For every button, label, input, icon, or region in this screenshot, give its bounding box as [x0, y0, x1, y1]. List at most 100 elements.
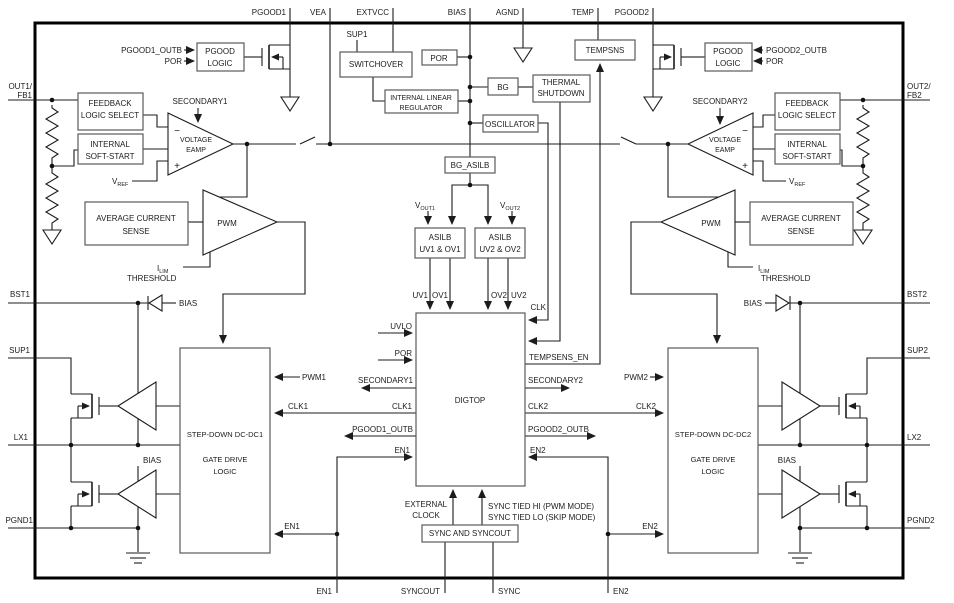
- pin-pgnd2: PGND2: [907, 516, 935, 525]
- vout1-main: V: [415, 201, 421, 210]
- dcdc2-box: [667, 347, 759, 554]
- pin-sup2: SUP2: [907, 346, 928, 355]
- pin-bias: BIAS: [448, 8, 466, 17]
- label-clock: CLOCK: [412, 511, 440, 520]
- tempsns-label: TEMPSNS: [586, 46, 625, 55]
- asilb2-line2: UV2 & OV2: [479, 245, 521, 254]
- agnd-arrow: [513, 47, 533, 63]
- ls2-mosfet: [824, 481, 868, 507]
- box-layer: [77, 39, 854, 554]
- label-por1-in: POR: [165, 57, 183, 66]
- vout2-main: V: [500, 201, 506, 210]
- ls2-driver: [781, 469, 821, 519]
- wire-bgasilb-asilb1: [448, 184, 470, 225]
- acs1-line2: SENSE: [122, 227, 149, 236]
- avg-current-sense2-box: [749, 201, 854, 246]
- label-en2-digtop: EN2: [530, 446, 546, 455]
- label-ov1: OV1: [432, 291, 449, 300]
- label-ov2: OV2: [491, 291, 508, 300]
- eamp1-line1: VOLTAGE: [180, 137, 212, 144]
- wire-sup1: [8, 357, 72, 394]
- hs1-driver: [117, 381, 157, 431]
- wire-ilim2: [727, 252, 753, 268]
- vref2-sub: REF: [794, 182, 806, 188]
- label-vout1: VOUT1: [415, 201, 435, 212]
- label-external: EXTERNAL: [405, 500, 448, 509]
- pin-en1: EN1: [316, 587, 332, 596]
- wire-vref2: [753, 160, 786, 182]
- fb1-resistor-top: [45, 104, 59, 162]
- pin-bst1: BST1: [10, 290, 31, 299]
- label-bias-drv1: BIAS: [143, 456, 161, 465]
- acs2-line1: AVERAGE CURRENT: [761, 214, 841, 223]
- dcdc2-line1: STEP-DOWN DC-DC2: [675, 430, 751, 439]
- wire-en2: [528, 453, 609, 593]
- label-threshold1: THRESHOLD: [127, 274, 177, 283]
- pwm2-label: PWM: [701, 219, 721, 228]
- asilb1-line1: ASILB: [429, 233, 452, 242]
- feedback-select2-box: [774, 92, 841, 131]
- wire-eamp2-pwm: [667, 144, 719, 198]
- soft-start1-box: [77, 133, 144, 165]
- label-tempsens-en: TEMPSENS_EN: [529, 353, 589, 362]
- asilb2-box: [474, 227, 526, 259]
- pgood2-mosfet: [652, 44, 696, 70]
- label-secondary1-digtop: SECONDARY1: [358, 376, 414, 385]
- wire-osc-clk: [528, 122, 549, 324]
- iss1-line2: SOFT-START: [85, 152, 134, 161]
- label-en2-dcdc: EN2: [642, 522, 658, 531]
- label-sync-hi: SYNC TIED HI (PWM MODE): [488, 502, 594, 511]
- pin-out2: OUT2/: [907, 82, 931, 91]
- wire-eamp1-pwm: [219, 144, 248, 198]
- label-en1-dcdc: EN1: [284, 522, 300, 531]
- vref1-sub: REF: [117, 182, 129, 188]
- linreg-line1: INTERNAL LINEAR: [390, 95, 452, 102]
- label-uvlo: UVLO: [390, 322, 412, 331]
- text-layer: PGOOD1 VEA EXTVCC BIAS AGND TEMP PGOOD2 …: [5, 8, 935, 596]
- bg-asilb-label: BG_ASILB: [451, 161, 490, 170]
- pin-fb2: FB2: [907, 91, 922, 100]
- pin-pgood1: PGOOD1: [252, 8, 287, 17]
- digtop-box: [415, 312, 526, 487]
- dcdc1-box: [179, 347, 271, 554]
- chip-border: [33, 21, 905, 580]
- acs2-line2: SENSE: [787, 227, 814, 236]
- label-uv1: UV1: [412, 291, 428, 300]
- pgood2-gnd-arrow: [643, 96, 663, 112]
- fb1-resistor-bottom: [45, 169, 59, 227]
- ilim1-sub: LIM: [159, 269, 169, 275]
- linreg-line2: REGULATOR: [400, 105, 443, 112]
- switch1-lever: [299, 136, 316, 145]
- pin-sync: SYNC: [498, 587, 520, 596]
- bias-diode-2: [775, 294, 791, 312]
- thermal-shutdown-box: [532, 74, 591, 103]
- label-bias-diode1: BIAS: [179, 299, 197, 308]
- label-en1-digtop: EN1: [394, 446, 410, 455]
- wire-vref1: [132, 160, 168, 182]
- ls1-mosfet: [70, 481, 114, 507]
- bg-box: [487, 77, 519, 96]
- wire-bgasilb-asilb2: [470, 184, 492, 225]
- fls2-line1: FEEDBACK: [785, 99, 829, 108]
- label-vref1: VREF: [112, 177, 129, 188]
- label-sync-lo: SYNC TIED LO (SKIP MODE): [488, 513, 596, 522]
- pin-lx1: LX1: [14, 433, 29, 442]
- label-ilim2: ILIM: [758, 264, 770, 275]
- pin-pgood2: PGOOD2: [615, 8, 650, 17]
- label-uv2: UV2: [511, 291, 527, 300]
- label-vout2: VOUT2: [500, 201, 520, 212]
- label-por2-in: POR: [766, 57, 784, 66]
- eamp2-plus: +: [742, 161, 748, 172]
- sync-syncout-box: [421, 524, 519, 543]
- feedback-select1-box: [77, 92, 144, 131]
- pgood-logic1-line1: PGOOD: [205, 47, 235, 56]
- fb2-resistor-top: [856, 104, 870, 162]
- label-pgood2-outb-in: PGOOD2_OUTB: [766, 46, 827, 55]
- bg-asilb-box: [444, 156, 496, 174]
- ilim1-main: I: [157, 264, 159, 273]
- asilb1-box: [414, 227, 466, 259]
- switch2-lever: [620, 136, 637, 145]
- linreg-box: [384, 89, 459, 114]
- label-secondary2: SECONDARY2: [693, 97, 749, 106]
